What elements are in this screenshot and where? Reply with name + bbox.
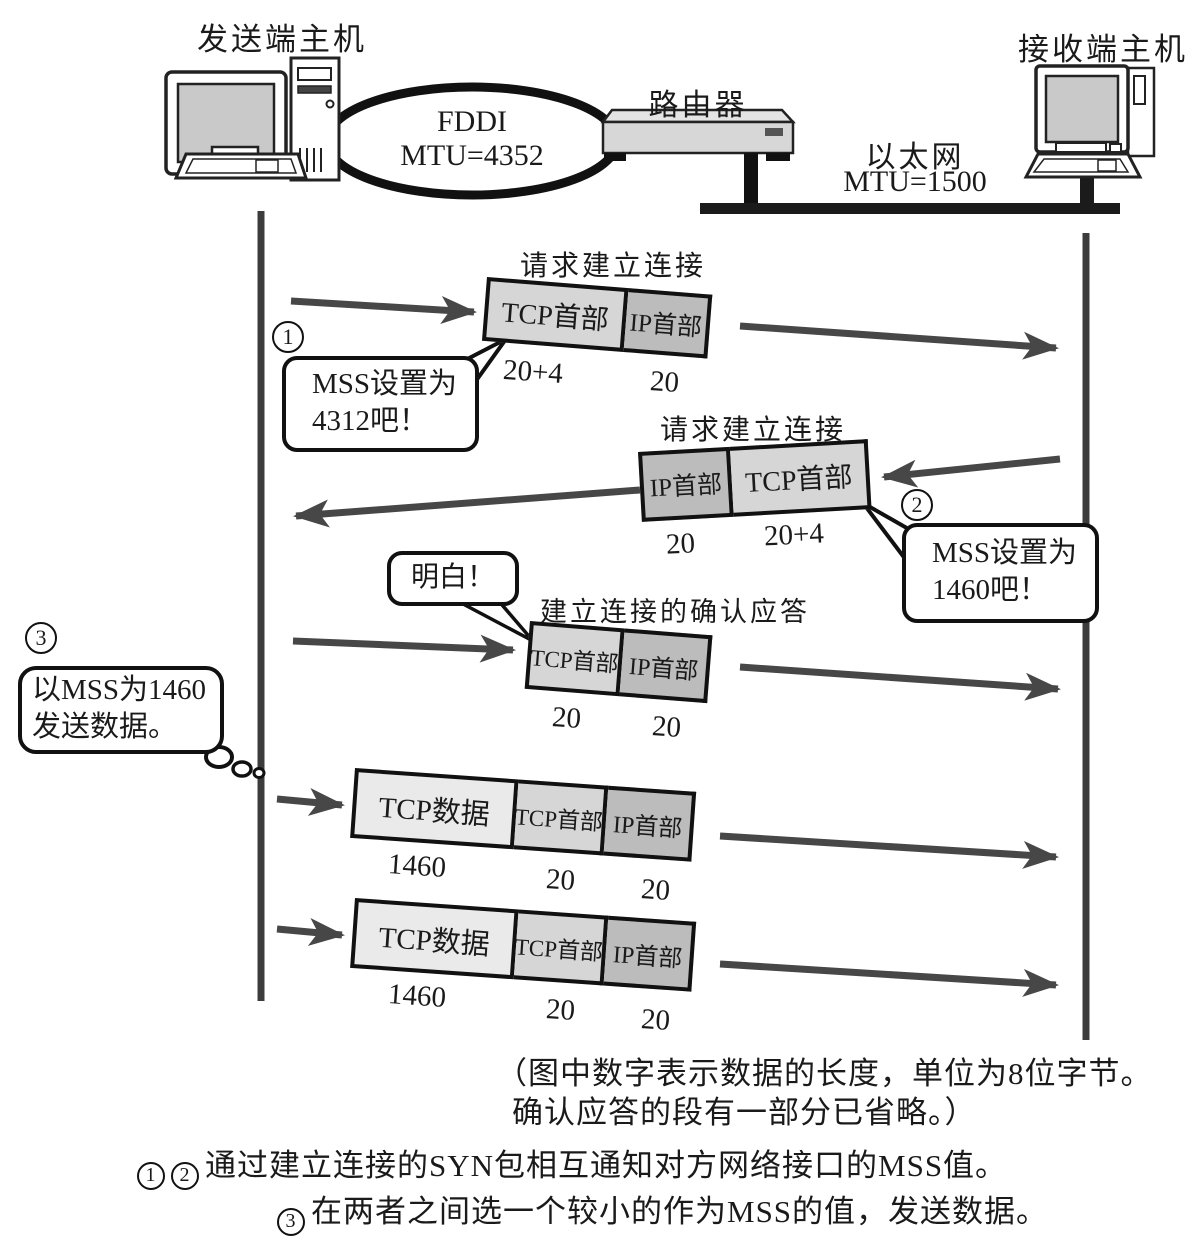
step2-packet: IP首部 TCP首部 — [638, 439, 872, 522]
step2-bubble-line1: MSS设置为 — [932, 537, 1078, 569]
data1-tcp-size: 20 — [544, 863, 577, 897]
arrow-ack-deliver — [739, 663, 1061, 701]
footnote-line2: 确认应答的段有一部分已省略。） — [512, 1095, 977, 1130]
data2-ip-size: 20 — [639, 1003, 672, 1037]
step1-ip-size: 20 — [648, 365, 681, 399]
tcp-data-cell: TCP数据 — [350, 768, 519, 850]
step2-badge: 2 — [901, 489, 933, 521]
arrow-data1-out — [276, 788, 345, 816]
arrow-data2-deliver — [719, 960, 1059, 997]
decision-line1: 以MSS为1460 — [32, 674, 207, 706]
sender-computer-icon — [164, 56, 341, 182]
receiver-computer-icon — [1023, 64, 1156, 206]
data2-data-size: 1460 — [386, 978, 448, 1014]
message-arrows — [276, 296, 1061, 997]
step1-badge: 1 — [272, 321, 304, 353]
ack-packet: TCP首部 IP首部 — [524, 621, 713, 704]
step2-bubble-line2: 1460吧！ — [932, 574, 1049, 606]
arrow-data1-deliver — [719, 832, 1059, 869]
tcp-header-cell: TCP首部 — [513, 779, 609, 856]
arrow-syn2-deliver — [293, 486, 641, 528]
router-label: 路由器 — [648, 89, 748, 122]
fddi-mtu-label: MTU=4352 — [400, 139, 544, 172]
note-badge-2: 2 — [171, 1161, 199, 1190]
tcp-header-cell: TCP首部 — [513, 909, 609, 986]
step1-title: 请求建立连接 — [520, 251, 707, 282]
data1-ip-size: 20 — [639, 873, 672, 907]
data1-data-size: 1460 — [386, 848, 448, 884]
ack-title: 建立连接的确认应答 — [540, 597, 810, 627]
ip-header-cell: IP首部 — [603, 785, 697, 862]
tcp-header-cell: TCP首部 — [524, 621, 625, 697]
ack-ip-size: 20 — [650, 710, 683, 744]
decision-thought-bubble: 以MSS为1460 发送数据。 — [18, 666, 225, 754]
router-icon — [600, 108, 796, 206]
step2-ip-size: 20 — [665, 527, 696, 561]
ip-header-cell: IP首部 — [638, 446, 734, 522]
data2-tcp-size: 20 — [544, 993, 577, 1027]
note-badge-3: 3 — [277, 1207, 305, 1236]
note-text-1: 通过建立连接的SYN包相互通知对方网络接口的MSS值。 — [205, 1148, 1008, 1183]
step2-speech-bubble: MSS设置为 1460吧！ — [902, 523, 1100, 623]
arrow-syn2-out — [881, 455, 1061, 488]
step2-title: 请求建立连接 — [660, 415, 847, 446]
ethernet-bus-line — [700, 203, 1120, 214]
ip-header-cell: IP首部 — [623, 288, 713, 359]
step1-bubble-line1: MSS设置为 — [312, 368, 458, 400]
arrow-data2-out — [276, 918, 345, 946]
ack-tcp-size: 20 — [550, 701, 583, 735]
note-text-2: 在两者之间选一个较小的作为MSS的值，发送数据。 — [311, 1194, 1049, 1229]
step2-tcp-size: 20+4 — [763, 517, 825, 553]
tcp-header-cell: TCP首部 — [729, 439, 872, 517]
fddi-name-label: FDDI — [436, 105, 507, 138]
footnote-line1: （图中数字表示数据的长度，单位为8位字节。 — [496, 1056, 1153, 1091]
step1-tcp-size: 20+4 — [501, 353, 564, 391]
step3-badge: 3 — [25, 622, 57, 654]
ip-header-cell: IP首部 — [603, 915, 697, 992]
ethernet-name-label: 以太网 — [865, 141, 965, 174]
decision-line2: 发送数据。 — [32, 711, 178, 743]
arrow-syn1-out — [290, 296, 477, 324]
note-badge-1: 1 — [137, 1161, 165, 1190]
arrow-ack-out — [292, 634, 516, 663]
ack-speech-bubble: 明白！ — [387, 551, 520, 606]
tcp-data-cell: TCP数据 — [350, 898, 519, 980]
arrow-syn1-deliver — [739, 322, 1059, 360]
tcp-header-cell: TCP首部 — [481, 277, 629, 352]
ip-header-cell: IP首部 — [619, 628, 713, 704]
step1-speech-bubble: MSS设置为 4312吧！ — [282, 356, 480, 452]
receiver-host-label: 接收端主机 — [1018, 32, 1186, 67]
ethernet-mtu-label: MTU=1500 — [843, 165, 987, 198]
sender-host-label: 发送端主机 — [197, 22, 367, 57]
step1-bubble-line2: 4312吧！ — [312, 405, 429, 437]
